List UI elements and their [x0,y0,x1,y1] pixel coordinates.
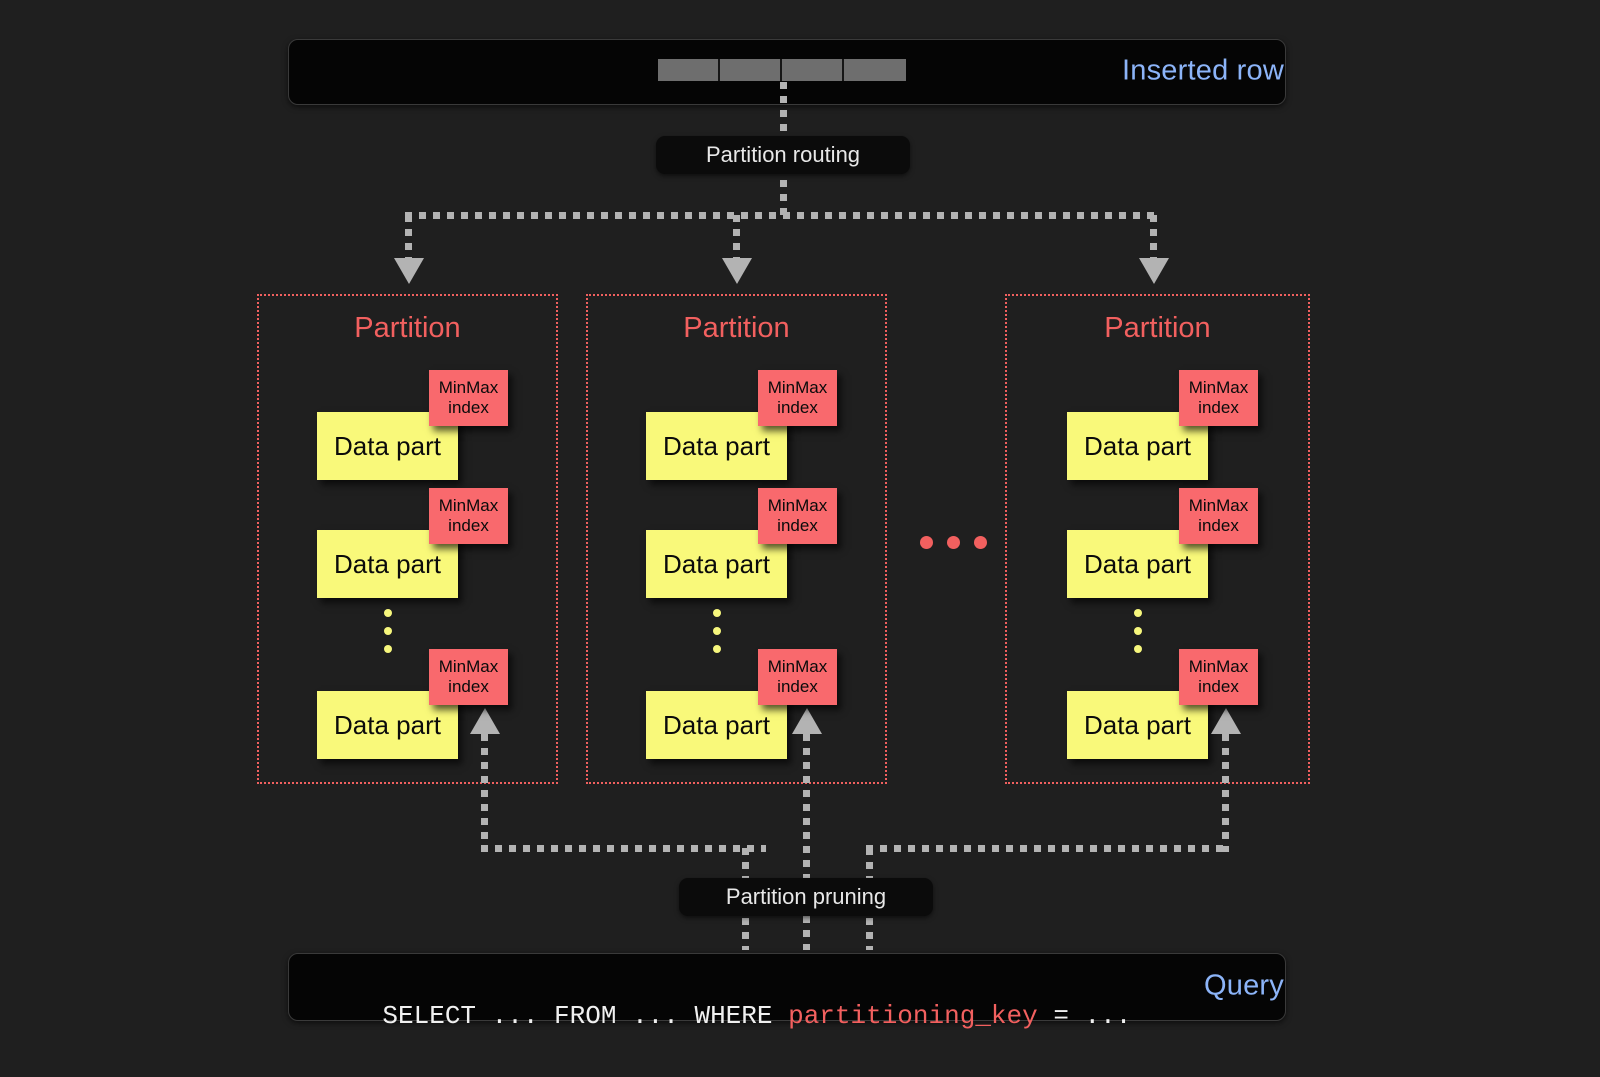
minmax-index-label-line2: index [777,398,818,417]
routing-arrow-1 [394,258,424,284]
partition-title: Partition [1104,312,1211,344]
minmax-index-label-line2: index [777,516,818,535]
minmax-index-label-line1: MinMax [767,656,828,676]
minmax-index-label-line2: index [777,677,818,696]
minmax-index-label-line1: MinMax [767,377,828,397]
partition-box-3: Partition MinMax index Data part MinMax … [1005,294,1310,784]
minmax-index-box: MinMax index [1179,370,1258,426]
data-part-label: Data part [663,709,770,740]
partition-routing-label: Partition routing [705,142,861,167]
minmax-index-box: MinMax index [429,488,508,544]
minmax-index-box: MinMax index [429,370,508,426]
minmax-index-label-line2: index [448,398,489,417]
minmax-index-label-line2: index [1198,516,1239,535]
data-part-label: Data part [1084,430,1191,461]
minmax-index-box: MinMax index [758,370,837,426]
partition-routing-box: Partition routing [656,136,910,174]
pruning-leg-1 [481,734,488,852]
pruning-arrow-1 [470,708,500,734]
minmax-index-label-line2: index [1198,398,1239,417]
query-bar [288,953,1286,1021]
data-part-ellipsis [713,609,721,653]
routing-leg-1 [405,215,412,263]
data-part-label: Data part [1084,709,1191,740]
row-cell [844,59,906,81]
minmax-index-label-line1: MinMax [1188,377,1249,397]
routing-arrow-3 [1139,258,1169,284]
data-part-box: Data part [1067,530,1208,598]
minmax-index-label-line1: MinMax [438,377,499,397]
partition-ellipsis [920,536,987,549]
minmax-index-label-line2: index [448,677,489,696]
query-sql-text: SELECT ... FROM ... WHERE partitioning_k… [320,971,1131,1061]
inserted-row-label: Inserted row [1122,54,1284,87]
data-part-label: Data part [334,709,441,740]
minmax-index-label-line1: MinMax [438,656,499,676]
query-sql-prefix: SELECT ... FROM ... WHERE [382,1001,789,1031]
minmax-index-label-line2: index [1198,677,1239,696]
data-part-label: Data part [1084,548,1191,579]
minmax-index-box: MinMax index [429,649,508,705]
query-sql-suffix: = ... [1037,1001,1132,1031]
routing-leg-2 [733,215,740,263]
partition-box-2: Partition MinMax index Data part MinMax … [586,294,887,784]
partition-box-1: Partition MinMax index Data part MinMax … [257,294,558,784]
partition-title: Partition [683,312,790,344]
routing-bus-horizontal [405,212,1157,219]
minmax-index-label-line1: MinMax [1188,495,1249,515]
row-cell [782,59,844,81]
pruning-leg-3 [1222,734,1229,852]
query-label: Query [1204,969,1284,1002]
minmax-index-box: MinMax index [758,488,837,544]
routing-leg-3 [1150,215,1157,263]
data-part-label: Data part [334,430,441,461]
row-cell [658,59,720,81]
minmax-index-label-line2: index [448,516,489,535]
inserted-row-cells [658,59,906,81]
data-part-ellipsis [1134,609,1142,653]
partition-title: Partition [354,312,461,344]
pruning-arrow-3 [1211,708,1241,734]
minmax-index-box: MinMax index [1179,488,1258,544]
query-partitioning-key: partitioning_key [788,1001,1038,1031]
minmax-index-label-line1: MinMax [767,495,828,515]
minmax-index-label-line1: MinMax [438,495,499,515]
data-part-ellipsis [384,609,392,653]
routing-arrow-2 [722,258,752,284]
row-cell [720,59,782,81]
data-part-label: Data part [663,548,770,579]
data-part-label: Data part [663,430,770,461]
minmax-index-label-line1: MinMax [1188,656,1249,676]
pruning-arrow-2 [792,708,822,734]
minmax-index-box: MinMax index [758,649,837,705]
pruning-bus-right [866,845,1226,852]
pruning-leg-2 [803,734,810,950]
partition-pruning-box: Partition pruning [679,878,933,916]
data-part-box: Data part [317,412,458,480]
minmax-index-box: MinMax index [1179,649,1258,705]
pruning-bus-left [481,845,766,852]
data-part-label: Data part [334,548,441,579]
partition-pruning-label: Partition pruning [725,884,887,909]
